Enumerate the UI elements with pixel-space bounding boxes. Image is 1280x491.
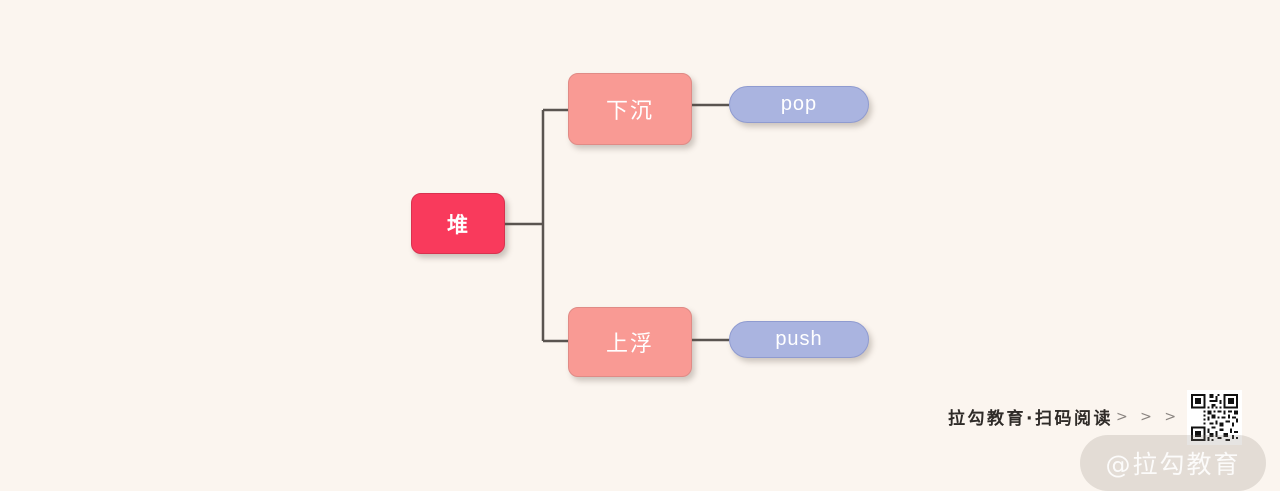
mindmap-node-leaf-push[interactable]: push xyxy=(729,321,869,358)
chevron-right-icon: > > > xyxy=(1115,408,1181,425)
mindmap-node-branch-sink[interactable]: 下沉 xyxy=(568,73,692,145)
mindmap-node-root[interactable]: 堆 xyxy=(411,193,505,254)
watermark-text: @拉勾教育 xyxy=(1105,450,1241,479)
qr-code-icon[interactable] xyxy=(1187,390,1242,445)
branding-text: 拉勾教育·扫码阅读 xyxy=(948,409,1113,429)
watermark-badge: @拉勾教育 xyxy=(1080,435,1266,491)
branding-footer: 拉勾教育·扫码阅读 > > > xyxy=(948,404,1181,430)
mindmap-node-leaf-pop[interactable]: pop xyxy=(729,86,869,123)
mindmap-node-branch-float[interactable]: 上浮 xyxy=(568,307,692,377)
